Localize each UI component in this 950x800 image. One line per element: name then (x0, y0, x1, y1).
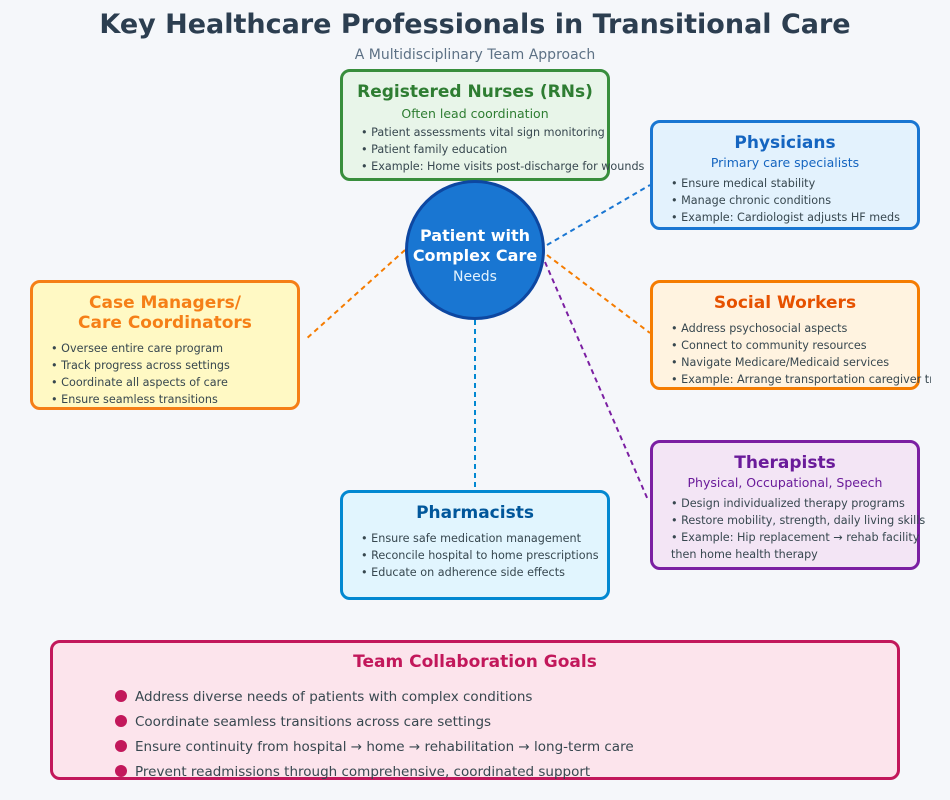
pharmacists-item: Reconcile hospital to home prescriptions (361, 547, 598, 564)
goals-title: Team Collaboration Goals (353, 652, 597, 672)
social-workers-list: Address psychosocial aspects Connect to … (671, 320, 931, 388)
pharmacists-list: Ensure safe medication management Reconc… (361, 530, 599, 581)
case-managers-title-line1: Case Managers/ (89, 293, 241, 313)
bullet-dot-icon (115, 690, 127, 702)
pharmacists-item: Educate on adherence side effects (361, 564, 599, 581)
physicians-item: Manage chronic conditions (671, 192, 900, 209)
goals-item: Coordinate seamless transitions across c… (115, 710, 634, 735)
physicians-item: Example: Cardiologist adjusts HF meds (671, 209, 900, 226)
nurses-item: Patient assessments vital sign monitorin… (361, 124, 644, 141)
goals-item: Ensure continuity from hospital → home →… (115, 735, 634, 760)
connector-therapists (544, 261, 649, 501)
goals-list: Address diverse needs of patients with c… (115, 685, 634, 785)
nurses-list: Patient assessments vital sign monitorin… (361, 124, 644, 175)
pharmacists-item: Ensure safe medication management (361, 530, 599, 547)
connector-social-workers (546, 254, 651, 334)
case-managers-card: Case Managers/ Care Coordinators Oversee… (30, 280, 300, 410)
case-managers-item: Oversee entire care program (51, 340, 230, 357)
pharmacists-card: Pharmacists Ensure safe medication manag… (340, 490, 610, 600)
social-workers-item: Address psychosocial aspects (671, 320, 931, 337)
therapists-title: Therapists (734, 453, 836, 473)
goals-item: Address diverse needs of patients with c… (115, 685, 634, 710)
therapists-subtitle: Physical, Occupational, Speech (687, 475, 883, 490)
therapists-item: Example: Hip replacement → rehab facilit… (671, 529, 948, 563)
center-line3: Needs (453, 269, 497, 285)
nurses-title: Registered Nurses (RNs) (357, 82, 593, 102)
goals-item-text: Prevent readmissions through comprehensi… (135, 764, 591, 780)
physicians-card: Physicians Primary care specialists Ensu… (650, 120, 920, 230)
center-line2: Complex Care (412, 246, 538, 265)
therapists-item: Restore mobility, strength, daily living… (671, 512, 948, 529)
goals-item: Prevent readmissions through comprehensi… (115, 760, 634, 785)
goals-card: Team Collaboration Goals Address diverse… (50, 640, 900, 780)
physicians-title: Physicians (734, 133, 836, 153)
nurses-subtitle: Often lead coordination (401, 106, 549, 121)
social-workers-item: Navigate Medicare/Medicaid services (671, 354, 931, 371)
case-managers-list: Oversee entire care program Track progre… (51, 340, 230, 408)
physicians-item: Ensure medical stability (671, 175, 900, 192)
case-managers-title-line2: Care Coordinators (78, 313, 252, 333)
physicians-subtitle: Primary care specialists (710, 155, 860, 170)
nurses-item: Example: Home visits post-discharge for … (361, 158, 644, 175)
connector-physicians (546, 184, 651, 246)
goals-item-text: Coordinate seamless transitions across c… (135, 714, 492, 730)
page-title: Key Healthcare Professionals in Transiti… (99, 9, 851, 40)
case-managers-item: Ensure seamless transitions (51, 391, 230, 408)
physicians-list: Ensure medical stability Manage chronic … (671, 175, 900, 226)
pharmacists-title: Pharmacists (416, 503, 534, 523)
nurses-card: Registered Nurses (RNs) Often lead coord… (340, 69, 644, 181)
case-managers-item: Coordinate all aspects of care (51, 374, 230, 391)
bullet-dot-icon (115, 765, 127, 777)
social-workers-card: Social Workers Address psychosocial aspe… (650, 280, 931, 390)
social-workers-title: Social Workers (713, 293, 857, 313)
connector-case-managers (304, 249, 406, 341)
social-workers-item: Example: Arrange transportation caregive… (671, 371, 931, 388)
therapists-item: Design individualized therapy programs (671, 495, 948, 512)
goals-item-text: Ensure continuity from hospital → home →… (135, 739, 634, 755)
therapists-list: Design individualized therapy programs R… (671, 495, 948, 563)
social-workers-item: Connect to community resources (671, 337, 931, 354)
center-line1: Patient with (420, 226, 530, 245)
nurses-item: Patient family education (361, 141, 644, 158)
case-managers-item: Track progress across settings (51, 357, 230, 374)
bullet-dot-icon (115, 740, 127, 752)
patient-center-node: Patient with Complex Care Needs (405, 180, 545, 320)
goals-item-text: Address diverse needs of patients with c… (135, 689, 533, 705)
therapists-card: Therapists Physical, Occupational, Speec… (650, 440, 925, 570)
bullet-dot-icon (115, 715, 127, 727)
page-subtitle: A Multidisciplinary Team Approach (354, 47, 596, 63)
